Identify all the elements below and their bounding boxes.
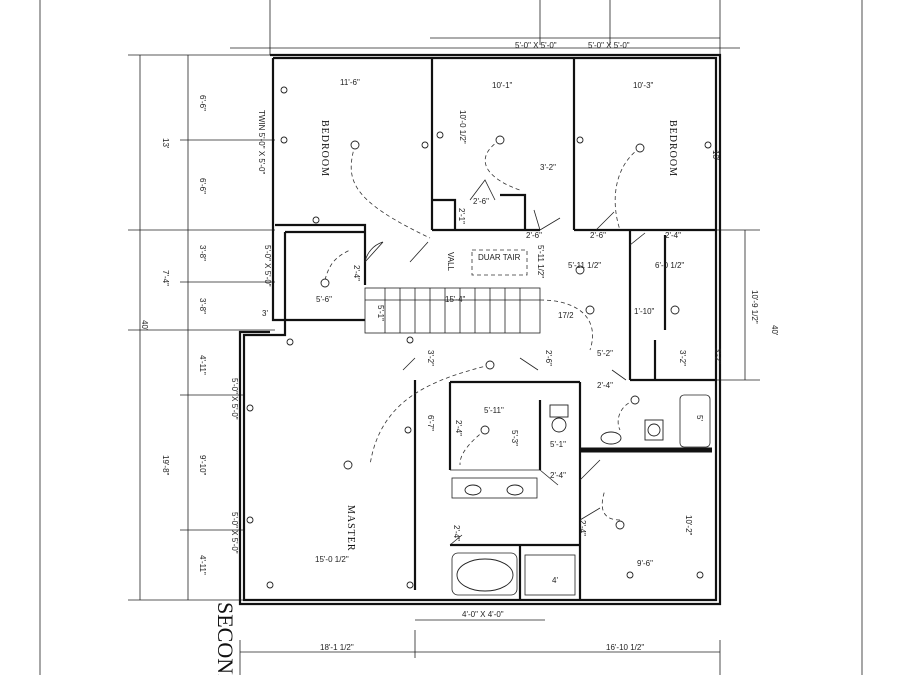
dim-w30: 2'-4" bbox=[550, 471, 566, 480]
dim-w22: 5'-2" bbox=[597, 349, 613, 358]
dim-w23: 3'-2" bbox=[678, 350, 687, 366]
dim-w26: 6'-7" bbox=[426, 415, 435, 431]
exterior-walls bbox=[238, 53, 722, 606]
room-label-bedroom-left: BEDROOM bbox=[319, 120, 330, 177]
room-label-bedroom-right: BEDROOM bbox=[667, 120, 678, 177]
sink bbox=[506, 484, 524, 496]
dim-w24: 2'-4" bbox=[597, 381, 613, 390]
dim-w11: 6'-0 1/2" bbox=[655, 261, 684, 270]
dim-left-10: 9'-10" bbox=[198, 455, 207, 476]
dim-w25: 5'-11" bbox=[484, 406, 504, 415]
dim-w35: 4' bbox=[552, 576, 558, 585]
dim-w19: 17/2 bbox=[558, 311, 574, 320]
dim-w13: 5'-11 1/2" bbox=[536, 245, 545, 278]
dim-w14: 15'-4" bbox=[445, 295, 466, 304]
sink bbox=[464, 484, 482, 496]
sink bbox=[600, 431, 622, 445]
dim-w1: 11'-6" bbox=[340, 78, 360, 87]
dim-w36: 15'-0 1/2" bbox=[315, 555, 349, 564]
room-label-master: MASTER bbox=[345, 505, 356, 552]
dim-left-3: 6'-6" bbox=[198, 178, 207, 194]
label-wall: VALL bbox=[446, 252, 455, 272]
electrical-circuits bbox=[324, 139, 641, 521]
dim-left-5: 7'-4" bbox=[161, 270, 170, 286]
dim-w7: 2'-1" bbox=[457, 208, 466, 224]
dim-left-6: 3'-8" bbox=[198, 298, 207, 314]
dim-w20: 3'-2" bbox=[426, 350, 435, 366]
dim-w27: 5'-3" bbox=[510, 430, 519, 446]
label-attic: DUAR TAIR bbox=[478, 253, 521, 262]
dim-w8: 2'-6" bbox=[526, 231, 542, 240]
sheet-title: SECOND bbox=[213, 602, 238, 675]
dim-w37: 2'-4" bbox=[352, 265, 361, 281]
dim-w10: 2'-4" bbox=[665, 231, 681, 240]
dim-left-8: 4'-11" bbox=[198, 355, 207, 375]
outlets bbox=[246, 86, 712, 589]
dim-w5: 3'-2" bbox=[540, 163, 556, 172]
door-swings bbox=[364, 179, 646, 546]
dim-w9: 2'-6" bbox=[590, 231, 606, 240]
dim-left-4: 3'-8" bbox=[198, 245, 207, 261]
bathtub bbox=[679, 394, 711, 448]
staircase bbox=[364, 287, 541, 334]
dim-w34: 9'-6" bbox=[637, 559, 653, 568]
dim-w6: 2'-6" bbox=[473, 197, 489, 206]
dim-w12: 5'-11 1/2" bbox=[568, 261, 601, 270]
window-left-1: TWIN 5'-0" X 5'-0" bbox=[257, 110, 266, 174]
dim-w33: 10'-2" bbox=[684, 515, 693, 536]
dim-w31: 2'-4" bbox=[578, 520, 587, 536]
bathtub bbox=[451, 552, 518, 596]
dim-w18: 5'-1" bbox=[376, 305, 385, 321]
dim-w21: 2'-6" bbox=[544, 350, 553, 366]
dim-w4: 10'-0 1/2" bbox=[458, 110, 467, 144]
window-left-2: 5'-0" X 5'-0" bbox=[263, 245, 272, 287]
dim-bottom-left: 18'-1 1/2" bbox=[320, 643, 354, 652]
dim-w17: 3' bbox=[262, 309, 268, 318]
dim-window-bottom: 4'-0" X 4'-0" bbox=[462, 610, 504, 619]
dim-window-top-b: 5'-0" X 5'-0" bbox=[588, 41, 630, 50]
dim-left-9: 19'-8" bbox=[161, 455, 170, 476]
dim-right-3: 40' bbox=[770, 325, 779, 336]
vanity bbox=[451, 477, 538, 499]
dim-w29: 2'-4" bbox=[454, 420, 463, 436]
dim-w3: 10'-3" bbox=[633, 81, 654, 90]
dim-right-1: 13' bbox=[711, 150, 720, 161]
dim-bottom-right: 16'-10 1/2" bbox=[606, 643, 644, 652]
dim-right-2: 10'-9 1/2" bbox=[750, 290, 759, 324]
window-left-3: 5'-0" X 5'-0" bbox=[230, 378, 239, 420]
dim-right-4: 5' bbox=[695, 415, 704, 421]
dim-w16: 5'-6" bbox=[316, 295, 332, 304]
dim-w32: 2'-4" bbox=[452, 525, 461, 541]
dim-w2: 10'-1" bbox=[492, 81, 513, 90]
dim-left-7: 40' bbox=[140, 320, 149, 331]
stair-treads bbox=[384, 288, 521, 333]
interior-walls bbox=[275, 58, 716, 600]
dim-left-2: 13' bbox=[161, 138, 170, 149]
dim-right-5: 3'-2" bbox=[713, 348, 722, 364]
dim-w15: 1'-10" bbox=[634, 307, 655, 316]
window-left-4: 5'-0" X 5'-0" bbox=[230, 512, 239, 554]
shower bbox=[524, 554, 576, 596]
dim-left-1: 6'-6" bbox=[198, 95, 207, 111]
attic-access bbox=[471, 249, 528, 276]
dim-window-top-a: 5'-0" X 5'-0" bbox=[515, 41, 557, 50]
dim-w28: 5'-1" bbox=[550, 440, 566, 449]
dim-left-11: 4'-11" bbox=[198, 555, 207, 575]
toilet bbox=[549, 404, 569, 418]
